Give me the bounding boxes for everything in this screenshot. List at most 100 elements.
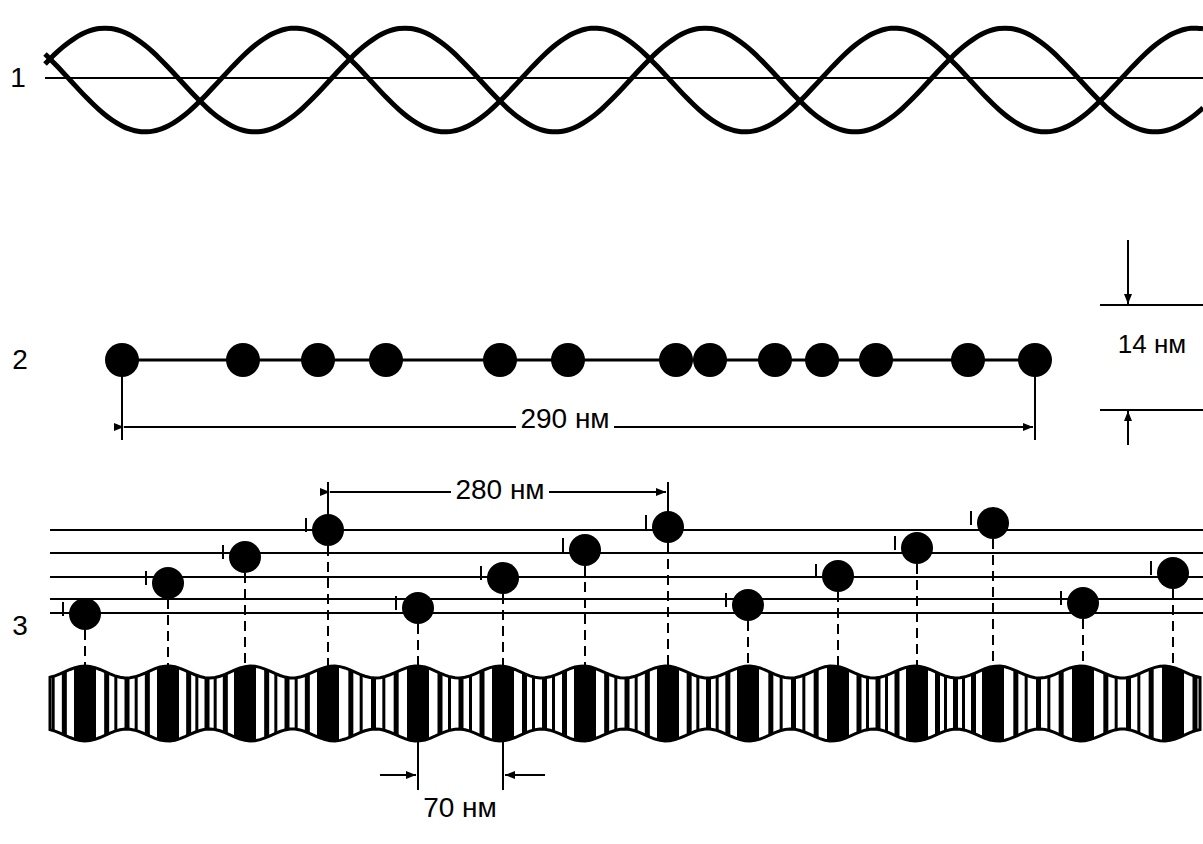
fiber-stripe	[768, 650, 773, 760]
fiber-stripe	[876, 650, 881, 760]
nucleosome-bead	[859, 343, 893, 377]
fiber-stripe	[42, 650, 47, 760]
fiber-stripe	[780, 650, 783, 760]
nucleosome-staircase	[50, 482, 1203, 668]
fiber-stripe	[1025, 650, 1028, 760]
fiber-stripe	[802, 650, 805, 760]
dna-helix	[45, 28, 1203, 132]
nucleosome-bead	[805, 343, 839, 377]
nucleosome-bead	[693, 343, 727, 377]
fiber-stripe	[552, 650, 555, 760]
fiber-stripe	[1103, 650, 1108, 760]
nucleosome-bead	[1067, 587, 1099, 619]
nucleosome-bead	[369, 343, 403, 377]
fiber-stripe	[459, 650, 464, 760]
fiber-stripe	[522, 650, 527, 760]
nucleosome-bead	[822, 560, 854, 592]
fiber-stripe	[885, 650, 888, 760]
fiber-stripe	[394, 650, 399, 760]
projection-line	[244, 557, 246, 668]
fiber-stripe	[971, 650, 976, 760]
fiber-stripe	[542, 650, 547, 760]
nucleosome-bead	[487, 562, 519, 594]
nucleosome-bead	[483, 343, 517, 377]
fiber-stripe	[532, 650, 535, 760]
helix-strand	[45, 28, 1203, 132]
nucleosome-bead	[732, 589, 764, 621]
fiber-stripe	[1137, 650, 1140, 760]
fiber-stripe	[125, 650, 130, 760]
helix-strand	[45, 28, 1203, 132]
fiber-stripe	[205, 650, 210, 760]
projection-line	[916, 548, 918, 668]
fiber-stripe	[1059, 650, 1064, 760]
nucleosome-bead	[652, 511, 684, 543]
projection-line	[584, 550, 586, 668]
step-tick	[305, 518, 307, 532]
step-tick	[894, 536, 896, 550]
fiber-stripe	[953, 650, 958, 760]
fiber-stripe	[604, 650, 609, 760]
fiber-stripe	[857, 650, 862, 760]
nucleosome-bead	[402, 592, 434, 624]
fiber-stripe	[186, 650, 191, 760]
nucleosome-bead	[551, 343, 585, 377]
fiber-stripe	[371, 650, 376, 760]
fiber-stripe	[195, 650, 198, 760]
fiber-stripe	[145, 650, 150, 760]
fiber-stripe	[687, 650, 692, 760]
fiber-stripe	[52, 650, 55, 760]
nucleosome-bead	[69, 598, 101, 630]
projection-line	[667, 527, 669, 668]
nucleosome-bead	[569, 534, 601, 566]
fiber-period-dimension	[380, 735, 545, 790]
row-number: 2	[8, 345, 32, 376]
nucleosome-bead	[152, 567, 184, 599]
row-number: 3	[8, 611, 32, 642]
step-tick	[395, 596, 397, 610]
fiber-stripe	[1193, 650, 1198, 760]
dimension-label: 14 нм	[1114, 330, 1190, 359]
fiber-stripe	[614, 650, 617, 760]
dimension-label: 290 нм	[516, 404, 613, 435]
fiber-stripe	[448, 650, 451, 760]
fiber-stripe	[62, 650, 67, 760]
nucleosome-bead	[105, 343, 139, 377]
nucleosome-string	[105, 343, 1052, 440]
projection-line	[992, 523, 994, 668]
step-tick	[815, 564, 817, 578]
fiber-stripe	[295, 650, 298, 760]
step-tick	[62, 602, 64, 616]
fiber-stripe	[264, 650, 269, 760]
projection-line	[327, 530, 329, 668]
nucleosome-bead	[1018, 343, 1052, 377]
step-tick	[645, 515, 647, 529]
step-tick	[562, 538, 564, 552]
fiber-stripe	[562, 650, 567, 760]
fiber-stripe	[696, 650, 699, 760]
fiber-stripe	[895, 650, 900, 760]
nucleosome-bead	[758, 343, 792, 377]
step-tick	[480, 566, 482, 580]
diameter-dimension	[1100, 240, 1203, 445]
fiber-band	[0, 650, 13, 760]
nucleosome-bead	[659, 343, 693, 377]
fiber-stripe	[791, 650, 796, 760]
fiber-stripe	[1047, 650, 1050, 760]
row-number: 1	[6, 63, 30, 94]
fiber-stripe	[1013, 650, 1018, 760]
step-tick	[1150, 561, 1152, 575]
fiber-stripe	[935, 650, 940, 760]
fiber-stripe	[223, 650, 228, 760]
fiber-stripe	[438, 650, 443, 760]
chromatin-fiber	[0, 650, 1203, 760]
fiber-stripe	[725, 650, 730, 760]
fiber-stripe	[135, 650, 138, 760]
fiber-stripe	[814, 650, 819, 760]
fiber-stripe	[706, 650, 711, 760]
fiber-stripe	[866, 650, 869, 760]
fiber-stripe	[274, 650, 277, 760]
nucleosome-bead	[229, 541, 261, 573]
fiber-stripe	[214, 650, 217, 760]
step-tick	[222, 545, 224, 559]
